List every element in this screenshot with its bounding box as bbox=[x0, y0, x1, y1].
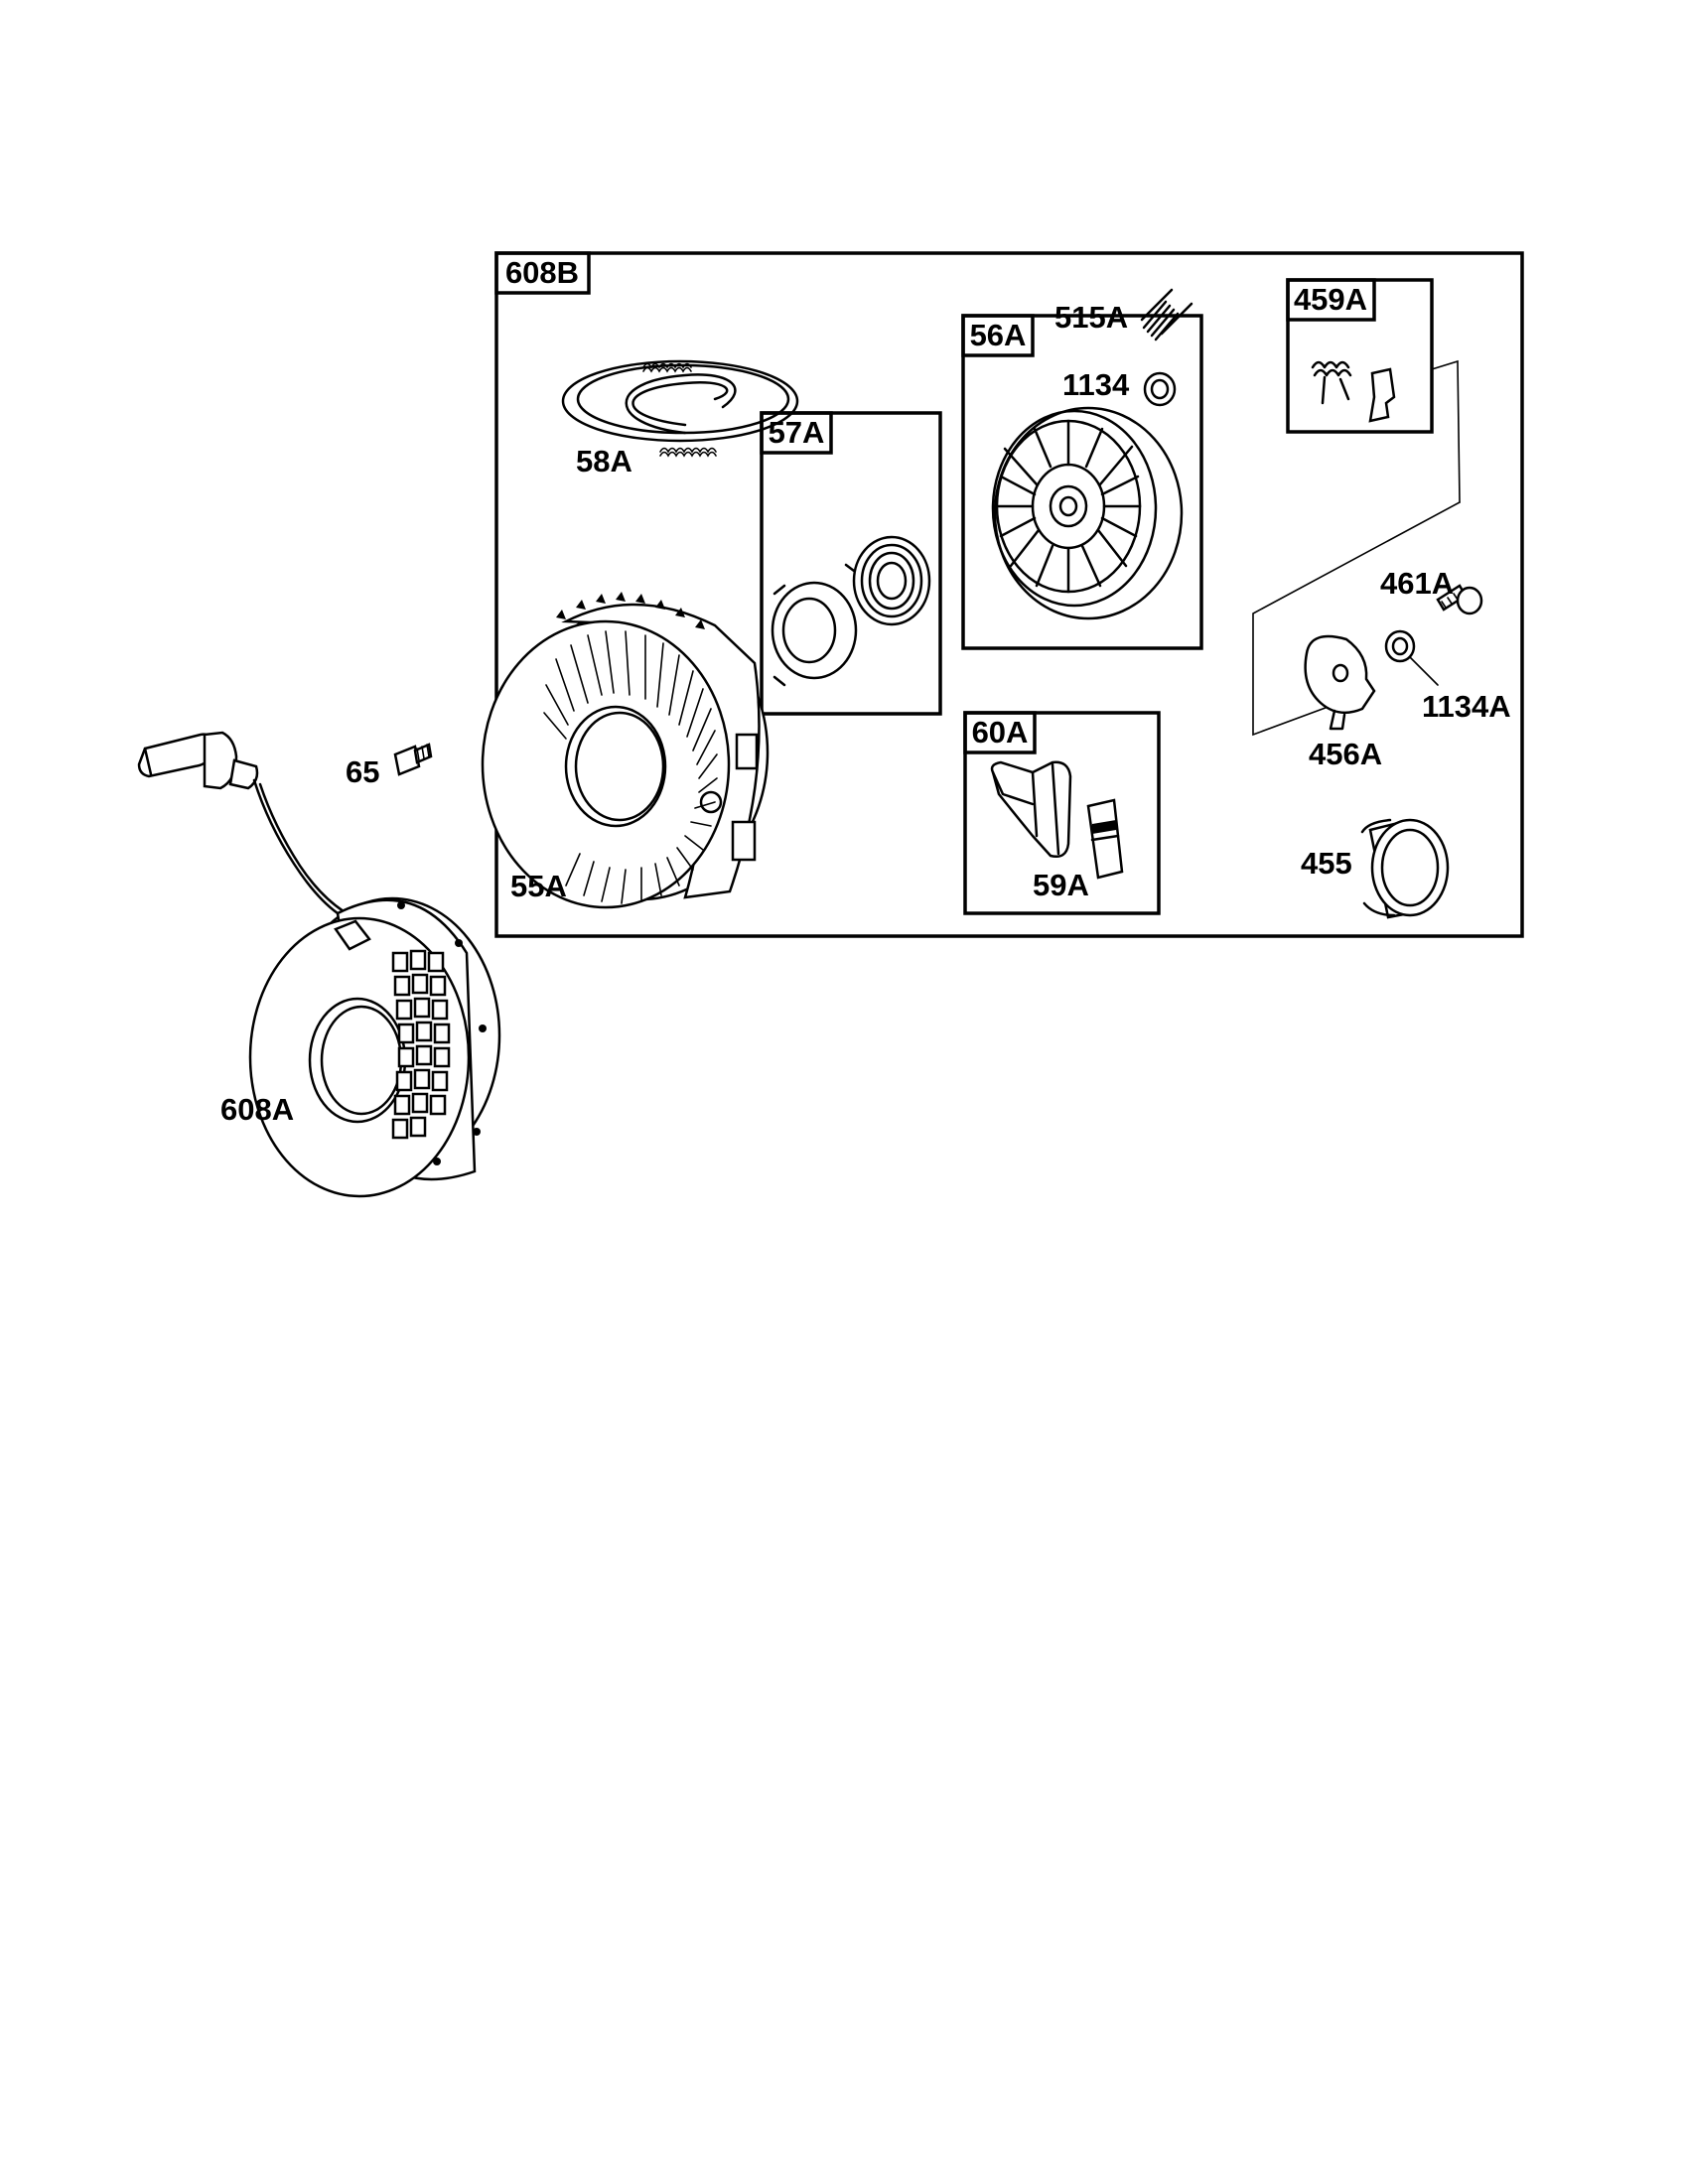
housing-side-tabs bbox=[699, 733, 759, 862]
rope-spring-coils-bottom bbox=[659, 447, 717, 458]
retainer-456A: 456A bbox=[1304, 634, 1382, 771]
starter-housing-grille bbox=[391, 949, 451, 1140]
rewind-spring-part bbox=[844, 535, 931, 626]
rope-part: 58A bbox=[561, 359, 799, 478]
part-455-label: 455 bbox=[1301, 846, 1352, 881]
washer-1134A: 1134A bbox=[1384, 629, 1511, 724]
starter-handle-part bbox=[990, 760, 1072, 858]
kit-57A-box: 57A bbox=[760, 411, 942, 716]
part-1134A-label: 1134A bbox=[1422, 689, 1511, 724]
kit-608B-label: 608B bbox=[505, 255, 579, 290]
part-456A-label: 456A bbox=[1309, 737, 1382, 771]
kit-60A-box: 60A 59A bbox=[963, 711, 1161, 915]
rope-handle-grip bbox=[137, 731, 259, 790]
washer-1134 bbox=[1143, 371, 1177, 407]
rope-spring-coils-top bbox=[642, 362, 692, 373]
part-608A-label: 608A bbox=[220, 1092, 294, 1127]
spring-cup-part bbox=[771, 581, 858, 687]
starter-cup-455: 455 bbox=[1301, 818, 1450, 919]
part-461A-label: 461A bbox=[1380, 566, 1454, 601]
kit-56A-label: 56A bbox=[970, 318, 1027, 352]
screw-461A: 461A bbox=[1380, 566, 1483, 615]
part-58A-label: 58A bbox=[576, 444, 632, 478]
part-1134-label: 1134 bbox=[1062, 367, 1130, 402]
starter-assembly-608A: 608A bbox=[137, 731, 501, 1198]
part-65-label: 65 bbox=[346, 754, 379, 789]
kit-57A-label: 57A bbox=[769, 415, 825, 450]
screw-65: 65 bbox=[346, 743, 433, 789]
part-59A-label: 59A bbox=[1033, 868, 1089, 902]
pulley-part bbox=[991, 406, 1184, 620]
kit-459A-label: 459A bbox=[1294, 282, 1367, 317]
starter-housing-608A bbox=[248, 896, 501, 1198]
housing-vents bbox=[543, 630, 718, 904]
kit-608B-box: 608B bbox=[494, 251, 1524, 938]
handle-insert-part bbox=[1086, 798, 1124, 880]
leader-lines bbox=[1252, 359, 1461, 737]
pawl-clip-459A bbox=[1368, 367, 1396, 423]
part-55A-label: 55A bbox=[510, 869, 567, 903]
starter-housing-flange-holes bbox=[397, 901, 487, 1165]
housing-55A: 55A bbox=[481, 592, 770, 909]
torsion-spring-459A bbox=[1311, 360, 1352, 405]
kit-56A-box: 56A 1134 bbox=[961, 314, 1203, 650]
kit-459A-box: 459A bbox=[1286, 278, 1434, 434]
kit-60A-label: 60A bbox=[972, 715, 1029, 750]
